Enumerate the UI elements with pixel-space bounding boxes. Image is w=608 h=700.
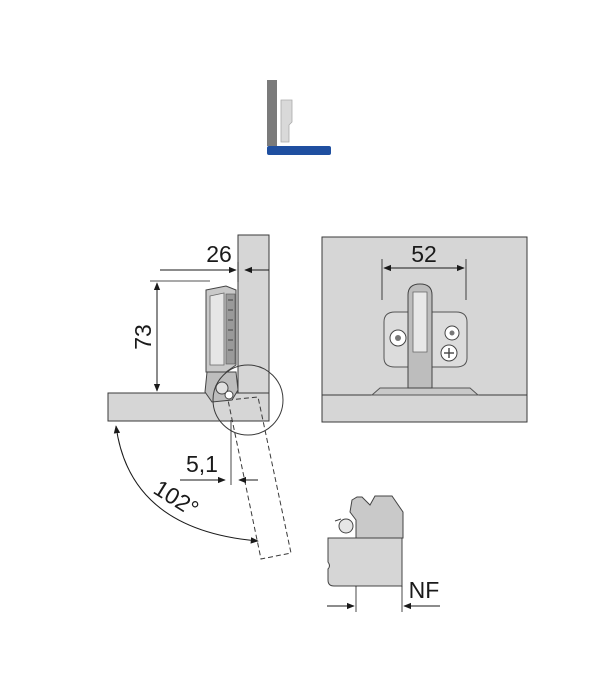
full-overlay-hinge-icon bbox=[267, 80, 331, 155]
dim-door-gap: 5,1 bbox=[180, 420, 258, 485]
overlay-detail-view: NF bbox=[327, 495, 440, 612]
cabinet-side-panel bbox=[237, 234, 270, 394]
dim-plate-width-label: 52 bbox=[411, 241, 437, 267]
hinge-side bbox=[204, 285, 239, 403]
dim-plate-width: 52 bbox=[381, 241, 467, 300]
dim-door-gap-label: 5,1 bbox=[186, 451, 218, 477]
dim-height: 73 bbox=[130, 280, 210, 392]
icon-door bbox=[267, 146, 331, 155]
front-view: 52 bbox=[321, 236, 528, 423]
side-view: 26 73 5,1 102° bbox=[107, 234, 292, 560]
door-front-edge bbox=[321, 394, 528, 423]
door-panel bbox=[107, 392, 270, 422]
dim-cup-offset-label: 26 bbox=[206, 241, 232, 267]
hinge-front bbox=[370, 283, 480, 396]
dim-opening-angle-label: 102° bbox=[149, 475, 203, 522]
overlay-hinge-detail bbox=[349, 495, 404, 539]
dim-height-label: 73 bbox=[130, 324, 156, 350]
icon-hinge bbox=[280, 99, 293, 143]
icon-wall bbox=[267, 80, 277, 146]
dim-cup-offset: 26 bbox=[160, 241, 269, 282]
overlay-panel bbox=[327, 537, 403, 587]
dim-overlay-label: NF bbox=[409, 577, 440, 603]
